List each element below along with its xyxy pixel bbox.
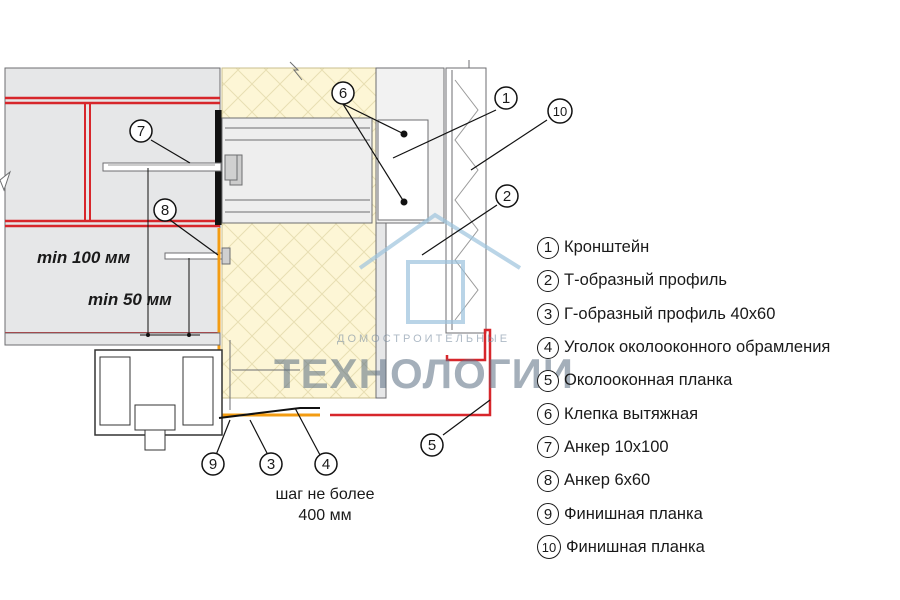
svg-text:10: 10 (553, 104, 567, 119)
callout-8: 8 (153, 198, 177, 222)
legend-number: 8 (537, 469, 559, 492)
legend-label: Кронштейн (564, 238, 650, 257)
window-frame (94, 349, 223, 451)
callout-3: 3 (259, 452, 283, 476)
legend-number: 7 (537, 436, 559, 459)
legend-label: Анкер 6х60 (564, 471, 651, 490)
legend-item-1: 1 Кронштейн (537, 231, 897, 264)
step-note-line2: 400 мм (298, 507, 352, 524)
dimension-min-100: min 100 мм (37, 248, 131, 267)
legend-item-5: 5 Околооконная планка (537, 364, 897, 397)
finishing-strip (218, 407, 320, 419)
legend-label: Т-образный профиль (564, 271, 728, 290)
legend-label: Околооконная планка (564, 371, 733, 390)
legend-item-8: 8 Анкер 6х60 (537, 464, 897, 497)
anchor-10x100 (102, 154, 238, 181)
anchor-6x60 (164, 247, 231, 265)
dimension-lines (140, 168, 200, 337)
svg-text:6: 6 (339, 85, 347, 102)
legend-label: Уголок околооконного обрамления (564, 338, 831, 357)
t-profile (375, 67, 445, 399)
svg-text:2: 2 (503, 188, 511, 205)
legend-number: 9 (537, 503, 559, 526)
legend-item-7: 7 Анкер 10х100 (537, 431, 897, 464)
bracket (221, 117, 373, 224)
legend: 1 Кронштейн 2 Т-образный профиль 3 Г-образн… (537, 231, 897, 564)
callout-10: 10 (547, 98, 573, 124)
svg-text:9: 9 (209, 456, 217, 473)
facade-panel (445, 60, 487, 334)
leader-lines (150, 103, 548, 456)
legend-label: Г-образный профиль 40х60 (564, 304, 776, 323)
watermark-big-text: ТЕХНОЛОГИИ (274, 350, 574, 397)
dimension-min-50: min 50 мм (88, 290, 172, 309)
legend-item-6: 6 Клепка вытяжная (537, 397, 897, 430)
legend-item-3: 3 Г-образный профиль 40х60 (537, 298, 897, 331)
legend-number: 4 (537, 336, 559, 359)
step-note: шаг не более 400 мм (255, 484, 395, 526)
legend-label: Клепка вытяжная (564, 404, 699, 423)
legend-item-9: 9 Финишная планка (537, 497, 897, 530)
watermark-small-text: ДОМОСТРОИТЕЛЬНЫЕ (337, 333, 511, 345)
legend-number: 3 (537, 303, 559, 326)
callout-5: 5 (420, 433, 444, 457)
svg-text:8: 8 (161, 202, 169, 219)
callout-2: 2 (495, 184, 519, 208)
legend-label: Финишная планка (566, 537, 705, 556)
legend-number: 1 (537, 236, 559, 259)
callout-1: 1 (494, 86, 518, 110)
legend-item-10: 10 Финишная планка (537, 531, 897, 564)
window-framing-angle (330, 328, 492, 417)
step-note-line1: шаг не более (275, 486, 375, 503)
legend-label: Анкер 10х100 (564, 437, 669, 456)
callout-4: 4 (314, 452, 338, 476)
callout-7: 7 (129, 119, 153, 143)
legend-number: 10 (537, 535, 561, 560)
legend-item-2: 2 Т-образный профиль (537, 264, 897, 297)
legend-number: 5 (537, 369, 559, 392)
svg-text:3: 3 (267, 456, 275, 473)
legend-number: 6 (537, 403, 559, 426)
legend-item-4: 4 Уголок околооконного обрамления (537, 331, 897, 364)
legend-label: Финишная планка (564, 504, 703, 523)
legend-number: 2 (537, 269, 559, 292)
svg-text:5: 5 (428, 437, 436, 454)
svg-text:4: 4 (322, 456, 330, 473)
watermark-house-icon (358, 212, 522, 324)
svg-text:7: 7 (137, 123, 145, 140)
svg-text:1: 1 (502, 90, 510, 107)
callout-9: 9 (201, 452, 225, 476)
callout-6: 6 (331, 81, 355, 105)
